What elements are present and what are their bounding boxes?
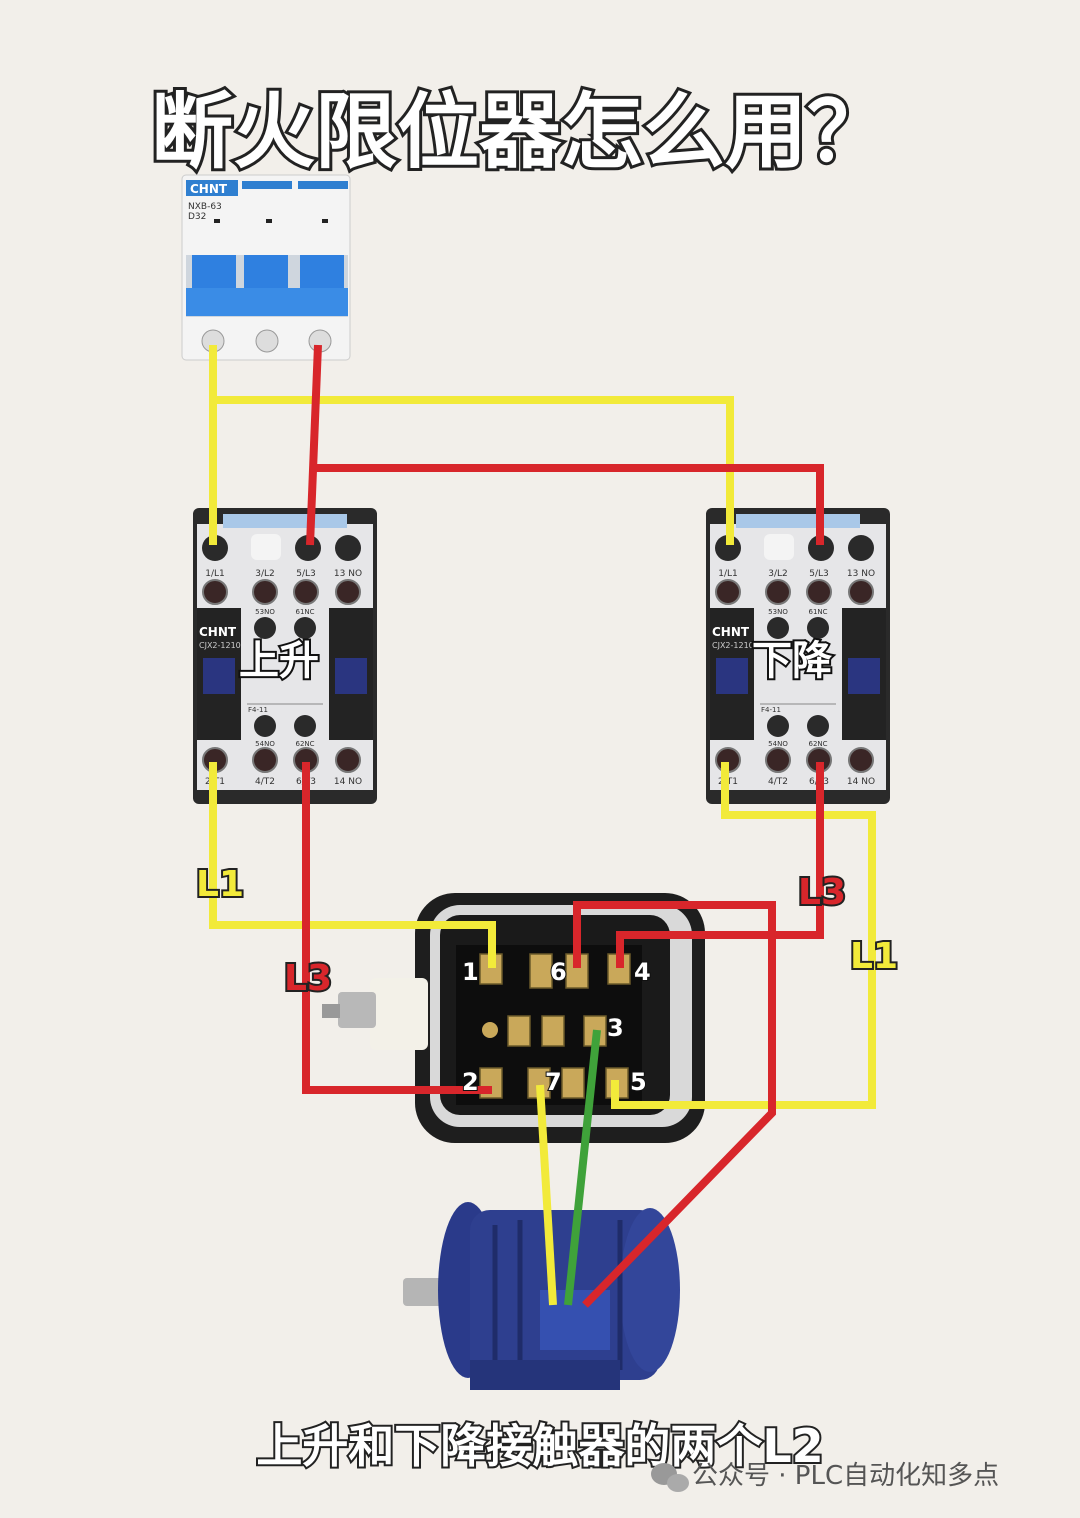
terminal-number-5: 5: [630, 1068, 647, 1096]
terminal-label: 5/L3: [809, 569, 829, 579]
aux-label: 61NC: [295, 608, 314, 616]
aux-label: 53NO: [255, 608, 275, 616]
wire-down-l1-to-t5: [611, 762, 876, 1109]
terminal-number-4: 4: [634, 958, 651, 986]
contactor-up: 1/L1 3/L2 5/L3 13 NO CHNT CJX2-1210 53NO…: [193, 508, 377, 804]
contactor-name: 下降: [752, 638, 832, 684]
terminal-label: 14 NO: [847, 777, 875, 787]
terminal-label: 13 NO: [334, 569, 362, 579]
terminal-label: 4/T2: [255, 777, 275, 787]
circuit-breaker: CHNT NXB-63 D32: [181, 174, 351, 361]
wire-up-l3-to-t2: [302, 762, 492, 1094]
switch-shaft-housing: [370, 978, 428, 1050]
breaker-model: NXB-63: [188, 202, 222, 212]
aux-label: 54NO: [255, 740, 275, 748]
wire-label-l3-right: L3: [798, 872, 846, 913]
breaker-brand: CHNT: [190, 182, 228, 196]
wire-l1-breaker-down: [213, 396, 734, 545]
watermark-text: 公众号 · PLC自动化知多点: [692, 1461, 999, 1491]
contactor-brand: CHNT: [199, 625, 237, 639]
terminal-label: 3/L2: [768, 569, 788, 579]
electric-motor: [403, 1202, 680, 1390]
terminal-label: 13 NO: [847, 569, 875, 579]
wire-l3-breaker-up: [306, 344, 322, 546]
terminal-label: 4/T2: [768, 777, 788, 787]
contactor-model: CJX2-1210: [199, 641, 241, 650]
caption: 上升和下降接触器的两个L2: [256, 1419, 823, 1473]
wire-label-l1-left: L1: [196, 864, 244, 905]
aux-label: 54NO: [768, 740, 788, 748]
motor-shaft: [403, 1278, 447, 1306]
page-title: 断火限位器怎么用？: [151, 85, 889, 180]
aux-block-label: F4-11: [248, 706, 268, 714]
contactor-name: 上升: [239, 638, 319, 684]
aux-label: 62NC: [295, 740, 314, 748]
wire-t6-to-motor: [573, 901, 776, 1308]
wire-up-l1-to-t1: [209, 762, 496, 968]
wire-t3-to-motor: [564, 1029, 601, 1306]
terminal-label: 1/L1: [205, 569, 225, 579]
aux-label: 62NC: [808, 740, 827, 748]
breaker-rating: D32: [188, 212, 206, 222]
wire-label-l1-right: L1: [850, 936, 898, 977]
wire-t7-to-motor: [536, 1084, 557, 1306]
terminal-label: 3/L2: [255, 569, 275, 579]
switch-shaft: [338, 992, 376, 1028]
terminal-number-1: 1: [462, 958, 479, 986]
contactor-down: 1/L1 3/L2 5/L3 13 NO CHNT CJX2-1210 53NO…: [706, 508, 890, 804]
terminal-number-7: 7: [545, 1068, 562, 1096]
wire-l3-breaker-down: [314, 464, 824, 545]
wires: [209, 344, 876, 1308]
watermark: 公众号 · PLC自动化知多点: [651, 1461, 999, 1492]
aux-block-label: F4-11: [761, 706, 781, 714]
terminal-number-6: 6: [550, 958, 567, 986]
breaker-brand-plate: [186, 180, 238, 196]
terminal-number-3: 3: [607, 1014, 624, 1042]
aux-label: 53NO: [768, 608, 788, 616]
terminal-label: 5/L3: [296, 569, 316, 579]
terminal-label: 14 NO: [334, 777, 362, 787]
wechat-icon: [651, 1463, 689, 1492]
aux-label: 61NC: [808, 608, 827, 616]
contactor-model: CJX2-1210: [712, 641, 754, 650]
terminal-number-2: 2: [462, 1068, 479, 1096]
wire-label-l3-left: L3: [284, 958, 332, 999]
contactor-brand: CHNT: [712, 625, 750, 639]
terminal-label: 1/L1: [718, 569, 738, 579]
wire-down-l3-to-t4: [616, 762, 824, 968]
